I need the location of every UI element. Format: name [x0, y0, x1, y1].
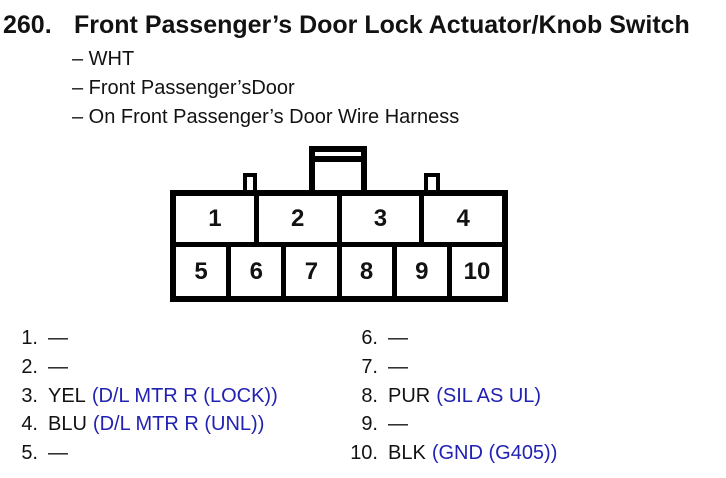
pin-row-6: 6. — [346, 327, 557, 356]
connector-rib-left [243, 173, 257, 190]
pin-wire-color: — [48, 355, 68, 378]
connector-details: – WHT – Front Passenger’sDoor – On Front… [72, 45, 459, 132]
pin-wire-color: BLU [48, 413, 87, 436]
pin-signal: (D/L MTR R (UNL)) [92, 413, 265, 436]
connector-cavity-9: 9 [397, 247, 452, 296]
pin-signal: (GND (G405)) [431, 442, 558, 465]
pin-row-2: 2. — [10, 356, 278, 385]
latch-bar [315, 156, 361, 162]
pin-row-3: 3. YEL(D/L MTR R (LOCK)) [10, 384, 278, 414]
item-title: Front Passenger’s Door Lock Actuator/Kno… [74, 11, 690, 39]
pin-wire-color: — [48, 442, 68, 465]
pin-wire-color: BLK [388, 442, 426, 465]
pin-wire-color: — [388, 327, 408, 349]
connector-rib-right [424, 173, 440, 190]
pin-row-4: 4. BLU(D/L MTR R (UNL)) [10, 413, 278, 442]
connector-cavity-6: 6 [231, 247, 287, 296]
pin-number: 4. [21, 413, 38, 436]
connector-cavity-7: 7 [286, 247, 342, 296]
pin-signal: (SIL AS UL) [436, 384, 542, 407]
pin-number: 5. [21, 442, 38, 465]
pin-row-1: 1. — [10, 327, 278, 356]
pin-list-right: 6. — 7. — 8. PUR(SIL AS UL) 9. — 10. BLK(GND (G40… [346, 327, 557, 471]
connector-cavity-2: 2 [259, 196, 342, 242]
connector-cavity-8: 8 [342, 247, 397, 296]
detail-harness: – On Front Passenger’s Door Wire Harness [72, 106, 460, 128]
pin-number: 7. [361, 355, 378, 378]
pin-number: 8. [361, 384, 378, 407]
connector-cavity-10: 10 [463, 257, 491, 285]
pin-wire-color: — [388, 413, 408, 436]
pin-list-left: 1. — 2. — 3. YEL(D/L MTR R (LOCK)) 4. BLU(D/L M… [10, 327, 278, 471]
pin-wire-color: YEL [48, 384, 86, 407]
page-title: 260. Front Passenger’s Door Lock Actuato… [3, 12, 690, 38]
pin-number: 9. [361, 413, 378, 436]
item-number: 260. [3, 11, 52, 39]
pin-row-10: 10. BLK(GND (G405)) [346, 442, 557, 471]
pin-number: 2. [21, 355, 38, 378]
pin-number: 1. [21, 327, 38, 349]
pin-wire-color: — [388, 355, 408, 378]
pin-row-7: 7. — [346, 356, 557, 385]
pin-number: 6. [361, 327, 378, 349]
pin-row-8: 8. PUR(SIL AS UL) [346, 385, 557, 414]
detail-color: – WHT [72, 48, 135, 70]
detail-location: – Front Passenger’sDoor [72, 77, 295, 99]
connector-cavity-3: 3 [342, 196, 425, 242]
pin-signal: (D/L MTR R (LOCK)) [91, 384, 278, 407]
connector-cavity-1: 1 [176, 196, 259, 242]
pin-row-5: 5. — [10, 442, 278, 471]
pin-number: 10. [350, 442, 378, 465]
connector-lock-tab-center [309, 146, 367, 190]
pin-number: 3. [21, 384, 38, 407]
pin-row-9: 9. — [346, 413, 557, 442]
pin-wire-color: — [48, 327, 68, 349]
connector-cavity-4: 4 [456, 205, 470, 232]
connector-cavity-5: 5 [176, 247, 232, 296]
pin-wire-color: PUR [388, 384, 431, 407]
